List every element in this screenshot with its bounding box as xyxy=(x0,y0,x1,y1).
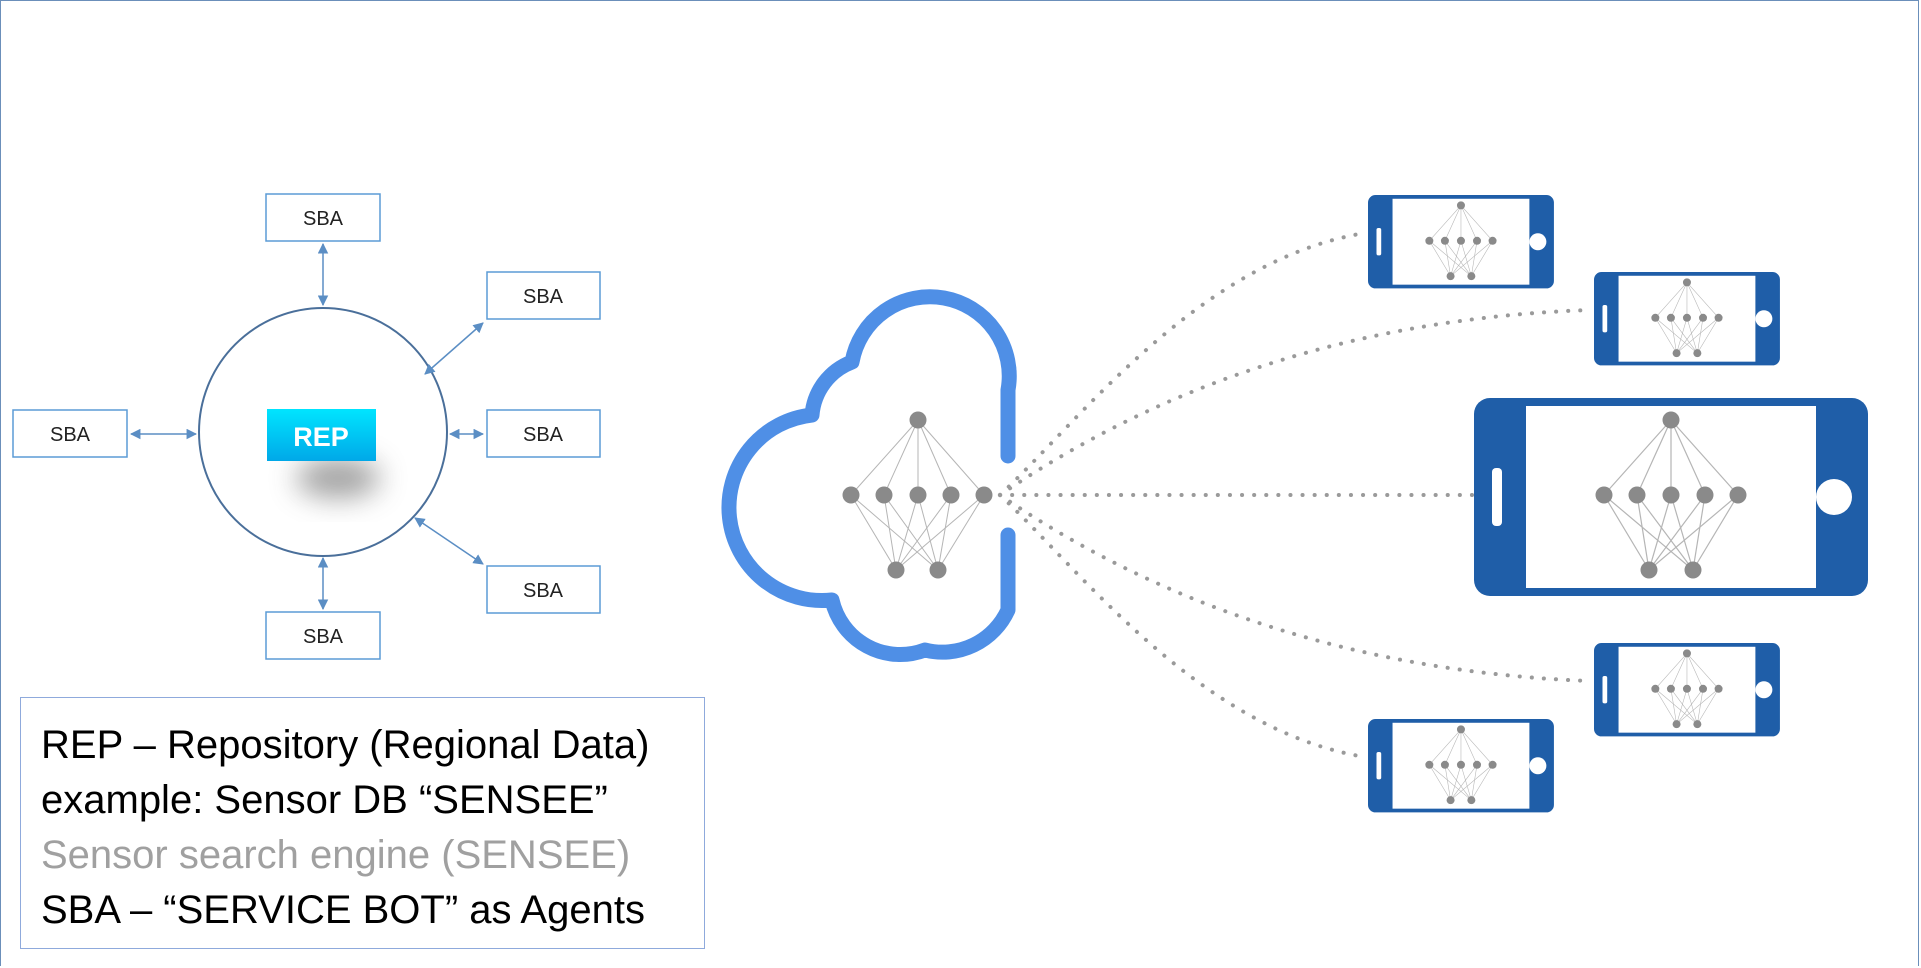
legend-line-service-bot: SBA – “SERVICE BOT” as Agents xyxy=(41,888,645,932)
arrow-lower-right xyxy=(414,517,484,565)
rep-box xyxy=(267,409,376,461)
sba-label-upper-right: SBA xyxy=(523,286,564,308)
rep-shadow xyxy=(296,458,380,498)
sba-box-right: SBA xyxy=(486,409,601,458)
legend-line-repository: REP – Repository (Regional Data) xyxy=(41,723,650,767)
connection-to-device-2 xyxy=(998,308,1592,497)
sba-box-bottom: SBA xyxy=(265,611,381,660)
connection-to-device-1 xyxy=(998,231,1367,497)
sba-label-right: SBA xyxy=(523,424,564,446)
sba-box-top: SBA xyxy=(265,193,381,242)
sba-label-top: SBA xyxy=(303,208,344,230)
arrow-upper-right xyxy=(424,322,484,375)
cloud-icon xyxy=(721,289,1017,663)
sba-label-bottom: SBA xyxy=(303,626,344,648)
rep-label: REP xyxy=(293,422,349,452)
smartphone-icon-3 xyxy=(1473,397,1869,597)
connection-lines xyxy=(998,231,1592,759)
smartphone-icon-4 xyxy=(1593,642,1781,737)
smartphone-icon-5 xyxy=(1367,718,1555,813)
legend-line-sensor-search: Sensor search engine (SENSEE) xyxy=(41,833,631,877)
legend-box: REP – Repository (Regional Data) example… xyxy=(20,697,705,949)
sba-box-left: SBA xyxy=(12,409,128,458)
cloud-neural-network-icon xyxy=(842,411,993,579)
smartphone-icon-1 xyxy=(1367,194,1555,289)
connection-to-device-4 xyxy=(998,493,1592,683)
sba-box-upper-right: SBA xyxy=(486,271,601,320)
legend-line-example: example: Sensor DB “SENSEE” xyxy=(41,778,608,822)
sba-box-lower-right: SBA xyxy=(486,565,601,614)
sba-label-left: SBA xyxy=(50,424,91,446)
connection-to-device-5 xyxy=(998,493,1367,759)
sba-label-lower-right: SBA xyxy=(523,580,564,602)
smartphone-icon-2 xyxy=(1593,271,1781,366)
